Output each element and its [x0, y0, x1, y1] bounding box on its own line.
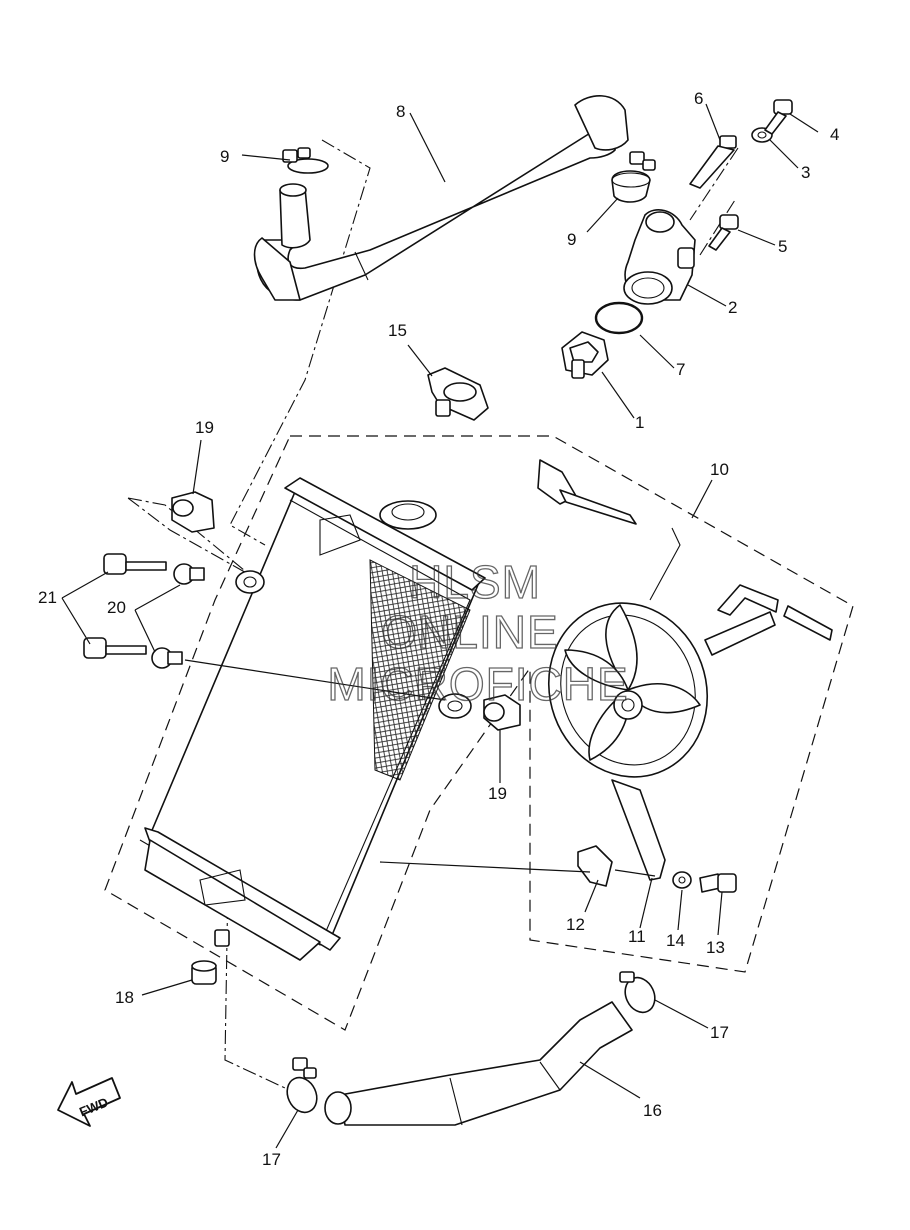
bolt-13 — [699, 873, 737, 893]
callout-9-lower: 9 — [567, 230, 576, 249]
callout-13: 13 — [706, 938, 725, 957]
routing-line-left — [127, 497, 251, 576]
collar-20-upper — [173, 563, 205, 585]
callout-9-upper: 9 — [220, 147, 229, 166]
callout-6: 6 — [694, 89, 703, 108]
rubber-mount-lower — [483, 694, 521, 731]
bolt-21-upper — [103, 553, 167, 575]
callout-18: 18 — [115, 988, 134, 1007]
watermark: HLSM ONLINE MICROFICHE — [327, 555, 629, 710]
callout-12: 12 — [566, 915, 585, 934]
leader-lines — [61, 103, 819, 1149]
watermark-line-1: HLSM — [409, 556, 541, 608]
radiator-assembly-outline — [104, 435, 854, 1031]
bolt-21-lower — [83, 637, 147, 659]
thermostat-housing — [623, 209, 696, 305]
hose-clamp-lower-right — [619, 971, 656, 1014]
callout-10: 10 — [710, 460, 729, 479]
bolt-4 — [764, 99, 793, 135]
washer-14 — [672, 871, 692, 889]
callout-3: 3 — [801, 163, 810, 182]
hose-clamp-upper-left — [282, 147, 329, 174]
o-ring — [594, 301, 644, 335]
callout-1: 1 — [635, 413, 644, 432]
radiator-core-mesh — [369, 559, 471, 781]
callout-5: 5 — [778, 237, 787, 256]
collar-20-lower — [151, 647, 183, 669]
callout-2: 2 — [728, 298, 737, 317]
callout-14: 14 — [666, 931, 685, 950]
callout-20: 20 — [107, 598, 126, 617]
routing-line-housing — [689, 147, 739, 256]
grommet-left — [235, 570, 265, 594]
bolt-6 — [689, 135, 737, 189]
callout-11: 11 — [628, 927, 646, 946]
drain-bolt — [191, 960, 217, 985]
hose-clamp-lower-left — [286, 1057, 318, 1114]
hose-clamp-upper-right — [611, 151, 656, 203]
callout-16: 16 — [643, 1101, 662, 1120]
callout-7: 7 — [676, 360, 685, 379]
thermostat — [561, 331, 609, 379]
lower-radiator-hose — [324, 1001, 633, 1126]
forward-direction-arrow: FWD — [57, 1077, 121, 1127]
radiator-cap — [427, 367, 489, 421]
bracket-12 — [577, 845, 613, 887]
callout-15: 15 — [388, 321, 407, 340]
callout-17-right: 17 — [710, 1023, 729, 1042]
callout-17-left: 17 — [262, 1150, 281, 1169]
fan-motor-assembly — [537, 459, 833, 881]
radiator — [139, 477, 486, 961]
callout-19-lower: 19 — [488, 784, 507, 803]
callout-21: 21 — [38, 588, 57, 607]
upper-radiator-hose — [253, 95, 629, 301]
grommet-right — [438, 693, 472, 719]
callout-4: 4 — [830, 125, 839, 144]
watermark-line-3: MICROFICHE — [327, 658, 628, 710]
watermark-line-2: ONLINE — [381, 606, 558, 658]
callout-8: 8 — [396, 102, 405, 121]
routing-line-upper-hose — [229, 139, 371, 546]
rubber-mount-upper — [171, 491, 215, 533]
bolt-5 — [708, 214, 739, 251]
callout-19-upper: 19 — [195, 418, 214, 437]
callout-numbers: 1 2 3 4 5 6 7 8 9 9 10 11 12 13 14 15 16… — [38, 89, 839, 1169]
